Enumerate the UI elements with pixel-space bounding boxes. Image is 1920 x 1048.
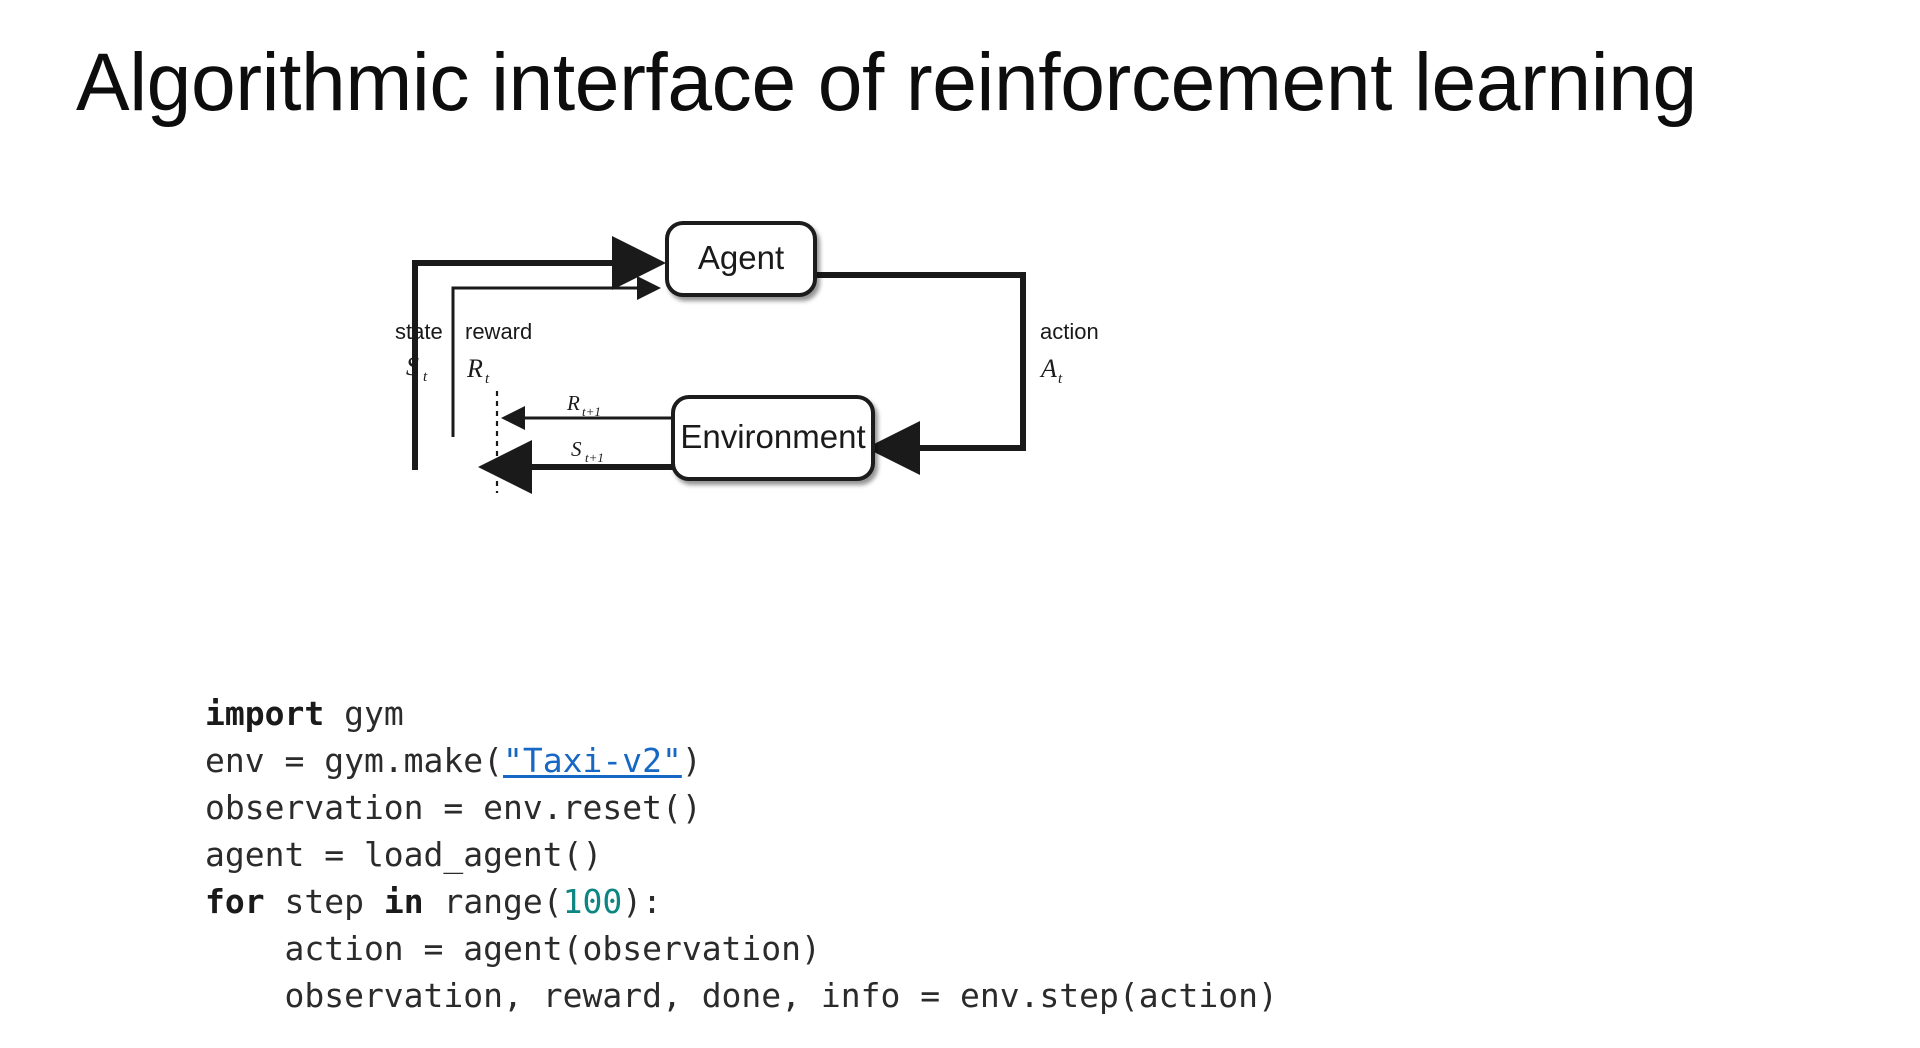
next-reward-subscript: t+1 <box>582 404 601 419</box>
label-next-reward: R t+1 <box>566 391 601 419</box>
code-token-plain: ) <box>681 741 702 780</box>
reward-subscript: t <box>485 371 490 387</box>
code-line: action = agent(observation) <box>205 925 1278 972</box>
agent-box <box>665 221 817 297</box>
next-state-symbol: S <box>571 437 582 461</box>
code-token-plain: agent = load_agent() <box>205 835 603 874</box>
code-token-plain: gym <box>324 694 404 733</box>
code-token-plain: observation, reward, done, info = env.st… <box>205 976 1278 1015</box>
code-token-keyword: for <box>205 882 265 921</box>
code-token-plain: action = agent(observation) <box>205 929 821 968</box>
label-next-state: S t+1 <box>571 437 604 465</box>
code-line: agent = load_agent() <box>205 831 1278 878</box>
code-token-plain: observation = env.reset() <box>205 788 702 827</box>
code-token-keyword: in <box>383 882 424 921</box>
label-action: action A t <box>1039 319 1099 387</box>
code-line: observation = env.reset() <box>205 784 1278 831</box>
edge-reward-to-agent <box>451 276 661 437</box>
code-line: import gym <box>205 690 1278 737</box>
code-token-plain: env = gym.make( <box>205 741 504 780</box>
label-reward: reward R t <box>465 319 532 387</box>
environment-box <box>671 395 875 481</box>
code-token-number: 100 <box>562 882 623 921</box>
code-token-link[interactable]: "Taxi-v2" <box>503 741 682 780</box>
action-symbol: A <box>1039 354 1057 383</box>
edge-state-to-agent <box>412 236 666 470</box>
next-reward-symbol: R <box>566 391 580 415</box>
edge-action-to-environment <box>815 272 1026 475</box>
page-title: Algorithmic interface of reinforcement l… <box>76 37 1697 128</box>
environment-box-label: Environment <box>680 418 865 455</box>
code-token-plain: step <box>264 882 384 921</box>
code-token-plain: ): <box>622 882 663 921</box>
diagram-canvas: Agent Environment state S t reward R t a… <box>395 221 1099 494</box>
agent-box-label: Agent <box>698 239 784 276</box>
state-subscript: t <box>423 369 428 385</box>
state-symbol: S <box>406 352 419 381</box>
code-line: env = gym.make("Taxi-v2") <box>205 737 1278 784</box>
action-word: action <box>1040 319 1099 344</box>
label-state: state S t <box>395 319 443 385</box>
next-state-subscript: t+1 <box>585 450 604 465</box>
action-subscript: t <box>1058 371 1063 387</box>
code-token-plain: range( <box>423 882 563 921</box>
state-word: state <box>395 319 443 344</box>
code-line: observation, reward, done, info = env.st… <box>205 972 1278 1019</box>
reward-symbol: R <box>466 354 483 383</box>
node-agent: Agent <box>665 221 817 297</box>
code-line: for step in range(100): <box>205 878 1278 925</box>
code-token-keyword: import <box>205 694 325 733</box>
agent-environment-diagram: Agent Environment state S t reward R t a… <box>395 205 1155 525</box>
reward-word: reward <box>465 319 532 344</box>
node-environment: Environment <box>671 395 875 481</box>
